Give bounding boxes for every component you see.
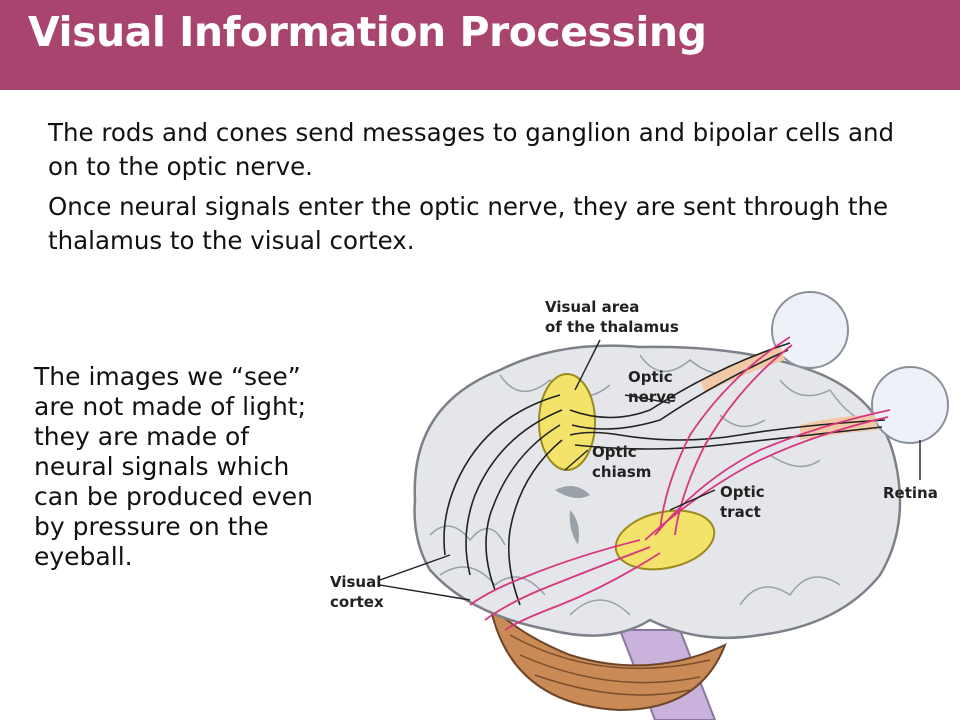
eyeball-bottom <box>871 366 949 444</box>
optic-tract-area <box>614 509 716 571</box>
brain-gyri <box>429 354 876 616</box>
label-optic-tract-1: Optic <box>720 483 765 501</box>
label-optic-tract-2: tract <box>720 503 761 521</box>
thalamus-visual-area <box>538 373 596 471</box>
cerebellum <box>488 601 727 712</box>
side-note: The images we “see” are not made of ligh… <box>34 362 314 571</box>
slide-title: Visual Information Processing <box>28 8 707 56</box>
label-visual-cortex-2: cortex <box>330 593 384 611</box>
paragraph-neural-signals: Once neural signals enter the optic nerv… <box>48 192 889 255</box>
cerebellum-folds <box>509 634 711 696</box>
label-retina: Retina <box>883 484 938 502</box>
label-visual-cortex-1: Visual <box>330 573 381 591</box>
label-optic-chiasm-2: chiasm <box>592 463 651 481</box>
dark-pathways <box>443 342 886 606</box>
title-bar: Visual Information Processing <box>0 0 960 90</box>
label-thalamus-1: Visual area <box>545 298 639 316</box>
paragraph-rods-cones: The rods and cones send messages to gang… <box>48 118 895 181</box>
eyeball-top <box>771 291 849 369</box>
label-optic-nerve-1: Optic <box>628 368 673 386</box>
optic-nerve-top <box>700 345 785 393</box>
visual-pathway-diagram: Visual area of the thalamus Optic nerve … <box>330 291 949 720</box>
label-optic-nerve-2: nerve <box>628 388 676 406</box>
leader-lines <box>379 339 921 601</box>
pink-pathways <box>469 336 891 631</box>
label-optic-chiasm-1: Optic <box>592 443 637 461</box>
ventricle <box>555 486 590 545</box>
label-thalamus-2: of the thalamus <box>545 318 679 336</box>
brain-section <box>413 344 902 640</box>
